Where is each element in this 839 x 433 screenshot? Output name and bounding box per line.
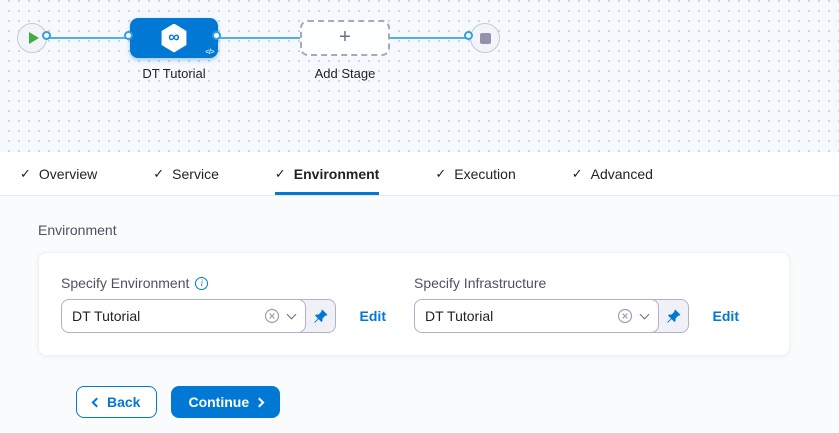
pipeline-end-node[interactable]: [470, 23, 500, 53]
clear-icon[interactable]: [264, 308, 280, 324]
infinity-glyph: ∞: [168, 29, 180, 46]
chevron-right-icon: [254, 397, 265, 407]
chevron-down-icon[interactable]: [639, 309, 649, 319]
tab-advanced[interactable]: ✓ Advanced: [572, 152, 653, 195]
connector-port: [124, 31, 133, 40]
infrastructure-select[interactable]: DT Tutorial: [414, 299, 659, 333]
info-icon[interactable]: i: [195, 276, 209, 290]
play-icon: [28, 32, 39, 44]
pipeline-edge: [390, 37, 470, 39]
tab-label: Service: [172, 165, 219, 182]
pipeline-edge: [48, 37, 130, 39]
stage-node-label: DT Tutorial: [142, 66, 206, 81]
environment-field-label: Specify Environment i: [61, 275, 336, 291]
pipeline-edge: [218, 37, 300, 39]
tab-label: Advanced: [590, 165, 653, 182]
back-button[interactable]: Back: [76, 386, 158, 418]
code-icon: </>: [205, 49, 214, 56]
environment-select-group: DT Tutorial: [61, 299, 336, 333]
connector-port: [212, 31, 221, 40]
infrastructure-field: Specify Infrastructure DT Tutorial: [414, 275, 689, 333]
wizard-footer: Back Continue: [38, 356, 790, 418]
tab-label: Overview: [38, 165, 98, 182]
section-heading: Environment: [38, 222, 117, 238]
cd-hexagon-icon: ∞: [161, 23, 187, 53]
stop-icon: [479, 32, 491, 44]
clear-icon[interactable]: [617, 308, 633, 324]
stage-config-tabs: ✓ Overview ✓ Service ✓ Environment ✓ Exe…: [0, 152, 839, 196]
environment-select-value: DT Tutorial: [72, 308, 141, 324]
tab-execution[interactable]: ✓ Execution: [435, 152, 515, 195]
infrastructure-select-value: DT Tutorial: [425, 308, 494, 324]
environment-card: Specify Environment i DT Tutorial Edit: [38, 252, 790, 356]
tab-overview[interactable]: ✓ Overview: [20, 152, 97, 195]
continue-button[interactable]: Continue: [171, 386, 281, 418]
chevron-down-icon[interactable]: [286, 309, 296, 319]
check-icon: ✓: [435, 165, 447, 181]
infrastructure-field-label: Specify Infrastructure: [414, 275, 547, 291]
add-stage-label: Add Stage: [314, 66, 376, 81]
connector-port: [464, 31, 473, 40]
check-icon: ✓: [20, 165, 31, 181]
pin-icon: [667, 309, 681, 323]
check-icon: ✓: [571, 165, 583, 181]
check-icon: ✓: [153, 165, 165, 181]
environment-tab-panel: Environment Specify Environment i DT Tut…: [0, 196, 839, 433]
tab-label: Execution: [454, 165, 516, 182]
tab-label: Environment: [293, 165, 380, 182]
plus-icon: +: [339, 26, 351, 48]
add-stage-button[interactable]: +: [300, 20, 390, 56]
tab-service[interactable]: ✓ Service: [153, 152, 219, 195]
environment-select[interactable]: DT Tutorial: [61, 299, 306, 333]
check-icon: ✓: [274, 165, 286, 181]
stage-node-dt-tutorial[interactable]: ∞ </>: [130, 18, 218, 58]
edit-environment-link[interactable]: Edit: [359, 308, 386, 324]
connector-port: [42, 31, 51, 40]
pipeline-canvas[interactable]: ∞ </> DT Tutorial + Add Stage: [0, 0, 839, 152]
chevron-left-icon: [91, 397, 102, 407]
infrastructure-select-group: DT Tutorial: [414, 299, 689, 333]
tab-environment[interactable]: ✓ Environment: [274, 152, 380, 195]
pin-icon: [314, 309, 328, 323]
environment-field: Specify Environment i DT Tutorial: [61, 275, 336, 333]
edit-infrastructure-link[interactable]: Edit: [712, 308, 739, 324]
